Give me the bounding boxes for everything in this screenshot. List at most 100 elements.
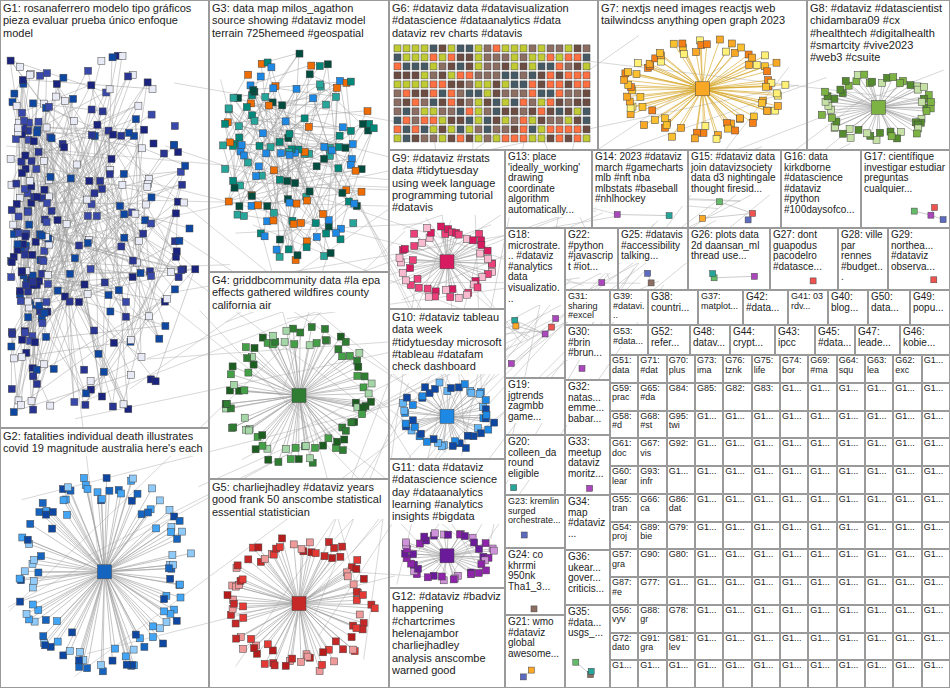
vertex-icon (245, 427, 252, 434)
tie-line (299, 396, 363, 408)
vertex-icon (83, 390, 90, 397)
vertex-icon (60, 497, 67, 504)
vertex-icon (248, 193, 255, 200)
vertex-icon (421, 63, 428, 70)
vertex-icon (261, 556, 268, 563)
vertex-icon (264, 203, 271, 210)
vertex-icon (520, 90, 527, 97)
vertex-icon (656, 49, 663, 56)
tie-line (105, 572, 127, 665)
vertex-icon (69, 629, 76, 636)
tie-line (50, 356, 141, 405)
vertex-icon (627, 111, 634, 118)
vertex-icon (30, 578, 37, 585)
vertex-icon (94, 489, 101, 496)
vertex-icon (439, 99, 446, 106)
tie-line (26, 122, 159, 338)
tie-line (241, 145, 295, 183)
tie-line (123, 165, 185, 403)
tie-line (90, 251, 176, 389)
vertex-icon (22, 329, 29, 336)
vertex-icon (565, 72, 572, 79)
tie-line (324, 147, 342, 193)
vertex-icon (547, 54, 554, 61)
vertex-icon (265, 456, 272, 463)
vertex-icon (169, 552, 176, 559)
vertex-icon (713, 136, 720, 143)
vertex-icon (286, 199, 293, 206)
vertex-icon (276, 236, 283, 243)
tie-line (85, 251, 176, 404)
vertex-icon (259, 442, 266, 449)
vertex-icon (782, 81, 789, 88)
vertex-icon (547, 81, 554, 88)
vertex-icon (16, 575, 23, 582)
tie-line (18, 127, 126, 316)
vertex-icon (177, 581, 184, 588)
vertex-icon (403, 117, 410, 124)
vertex-icon (511, 45, 518, 52)
vertex-icon (511, 72, 518, 79)
tie-line (299, 604, 322, 665)
vertex-icon (493, 45, 500, 52)
vertex-icon (106, 86, 113, 93)
vertex-icon (327, 250, 334, 257)
vertex-icon (639, 103, 646, 110)
vertex-icon (71, 255, 78, 262)
vertex-icon (241, 387, 248, 394)
vertex-icon (164, 296, 171, 303)
vertex-icon (129, 274, 136, 281)
tie-line (295, 111, 367, 260)
vertex-icon (279, 535, 286, 542)
vertex-icon (529, 99, 536, 106)
vertex-icon (298, 658, 305, 665)
tie-line (63, 489, 105, 572)
vertex-icon (412, 63, 419, 70)
vertex-icon (670, 40, 677, 47)
vertex-icon (448, 81, 455, 88)
vertex-icon (547, 108, 554, 115)
tie-line (240, 80, 339, 150)
vertex-icon (346, 352, 353, 359)
vertex-icon (347, 78, 354, 85)
tie-line (68, 487, 105, 572)
tie-line (33, 299, 167, 376)
vertex-icon (120, 170, 127, 177)
vertex-icon (222, 166, 229, 173)
vertex-icon (156, 497, 163, 504)
vertex-icon (19, 109, 26, 116)
tie-line (32, 254, 86, 393)
vertex-icon (301, 115, 308, 122)
vertex-icon (520, 135, 527, 142)
tie-line (105, 553, 192, 571)
vertex-icon (403, 126, 410, 133)
vertex-icon (23, 610, 30, 617)
tie-line (46, 572, 105, 620)
vertex-icon (26, 71, 33, 78)
vertex-icon (106, 171, 113, 178)
vertex-icon (641, 122, 648, 129)
vertex-icon (153, 525, 160, 532)
vertex-icon (60, 652, 67, 659)
vertex-icon (538, 117, 545, 124)
vertex-icon (12, 136, 19, 143)
vertex-icon (276, 139, 283, 146)
vertex-icon (749, 54, 756, 61)
tie-line (299, 396, 305, 447)
vertex-icon (764, 108, 771, 115)
vertex-icon (493, 99, 500, 106)
vertex-icon (353, 565, 360, 572)
vertex-icon (556, 72, 563, 79)
vertex-icon (457, 90, 464, 97)
tie-line (23, 83, 44, 189)
tie-line (8, 220, 716, 607)
vertex-icon (502, 135, 509, 142)
vertex-icon (337, 236, 344, 243)
tie-line (299, 396, 351, 423)
vertex-icon (306, 71, 313, 78)
vertex-icon (282, 662, 289, 669)
vertex-icon (65, 484, 72, 491)
vertex-icon (289, 655, 296, 662)
vertex-icon (168, 269, 175, 276)
vertex-icon (168, 529, 175, 536)
